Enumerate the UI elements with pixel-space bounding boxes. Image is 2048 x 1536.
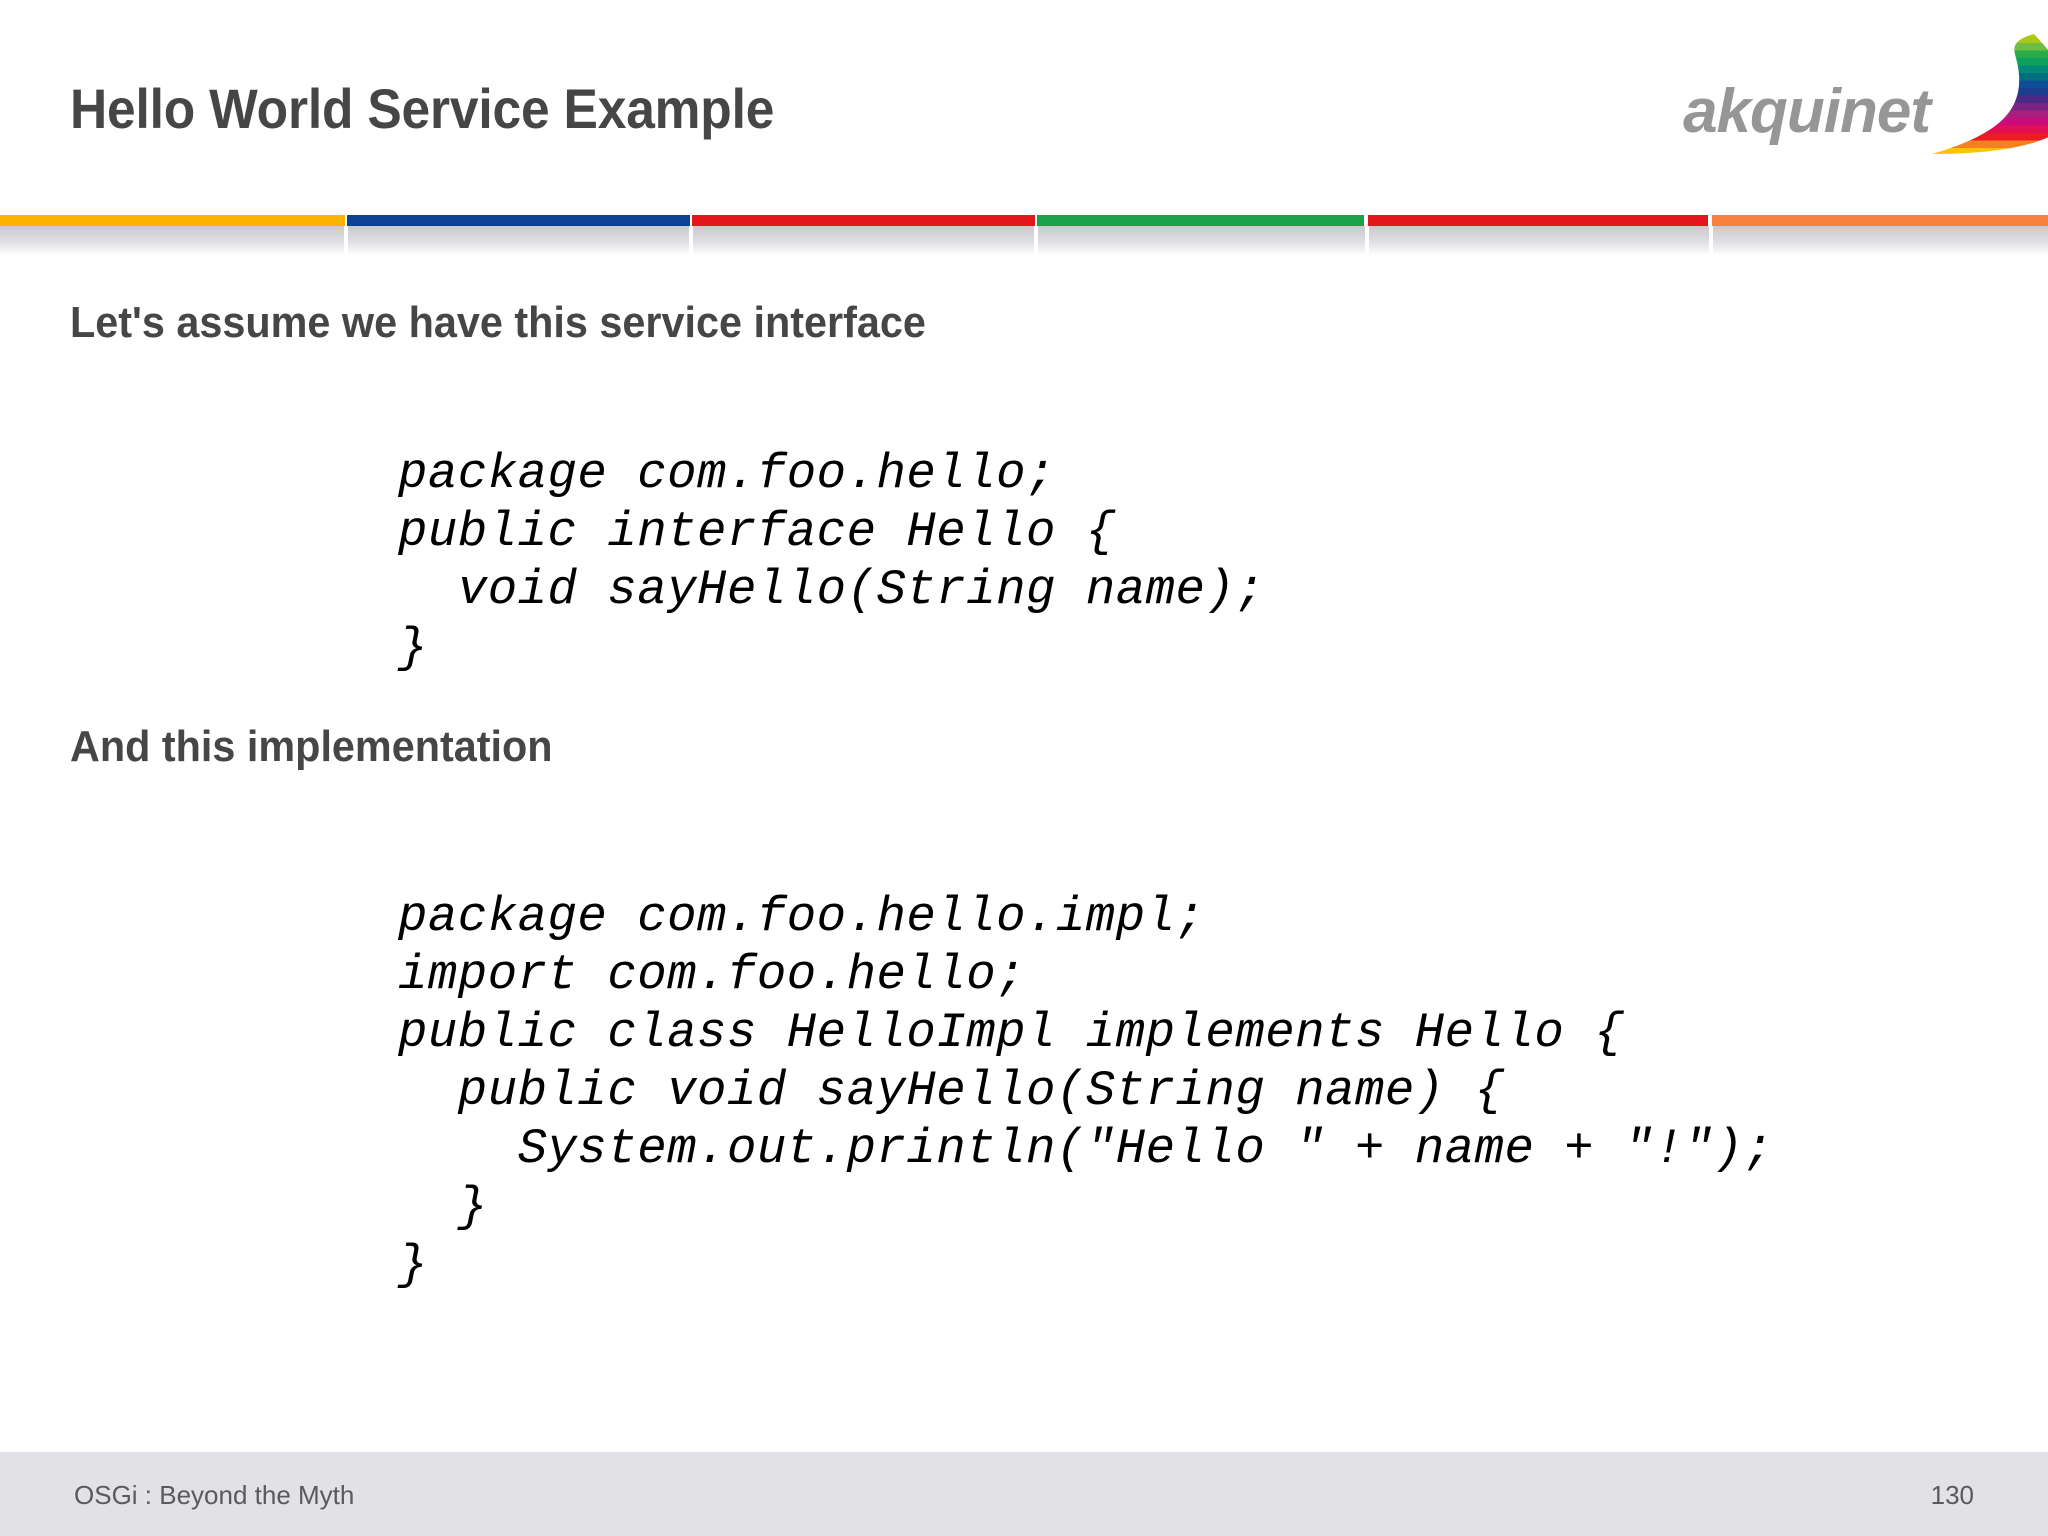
separator-bar-gap bbox=[1034, 226, 1038, 256]
code-block-interface: package com.foo.hello; public interface … bbox=[398, 446, 1266, 676]
separator-bar-gap bbox=[1709, 226, 1713, 256]
lead-text-implementation: And this implementation bbox=[70, 722, 553, 771]
separator-bar-segment-blue bbox=[347, 215, 690, 226]
footer-page-number: 130 bbox=[1930, 1480, 1974, 1510]
akquinet-logo: akquinet bbox=[1610, 28, 2048, 154]
separator-bar-segment-amber bbox=[0, 215, 345, 226]
separator-bar-gap bbox=[1365, 226, 1369, 256]
separator-bar-segment-red2 bbox=[1368, 215, 1708, 226]
footer-deck-title: OSGi : Beyond the Myth bbox=[74, 1480, 355, 1510]
slide-body: Let's assume we have this service interf… bbox=[0, 256, 2048, 1452]
separator-bar-shadow bbox=[0, 226, 2048, 256]
separator-bar bbox=[0, 215, 2048, 226]
separator-bar-gap bbox=[689, 226, 693, 256]
logo-wordmark: akquinet bbox=[1683, 77, 1931, 146]
slide-footer: OSGi : Beyond the Myth 130 bbox=[0, 1452, 2048, 1536]
page-title: Hello World Service Example bbox=[70, 77, 775, 140]
separator-bar-shadow-cuts bbox=[0, 226, 2048, 256]
separator-bar-segment-green bbox=[1037, 215, 1364, 226]
logo-swoosh-icon bbox=[1932, 34, 2048, 154]
separator-bar-segment-red bbox=[692, 215, 1035, 226]
code-block-implementation: package com.foo.hello.impl; import com.f… bbox=[398, 889, 1774, 1293]
slide-header: Hello World Service Example akquinet bbox=[0, 0, 2048, 215]
separator-bar-segment-orange bbox=[1712, 215, 2048, 226]
separator-bar-gap bbox=[344, 226, 348, 256]
lead-text-interface: Let's assume we have this service interf… bbox=[70, 298, 926, 347]
